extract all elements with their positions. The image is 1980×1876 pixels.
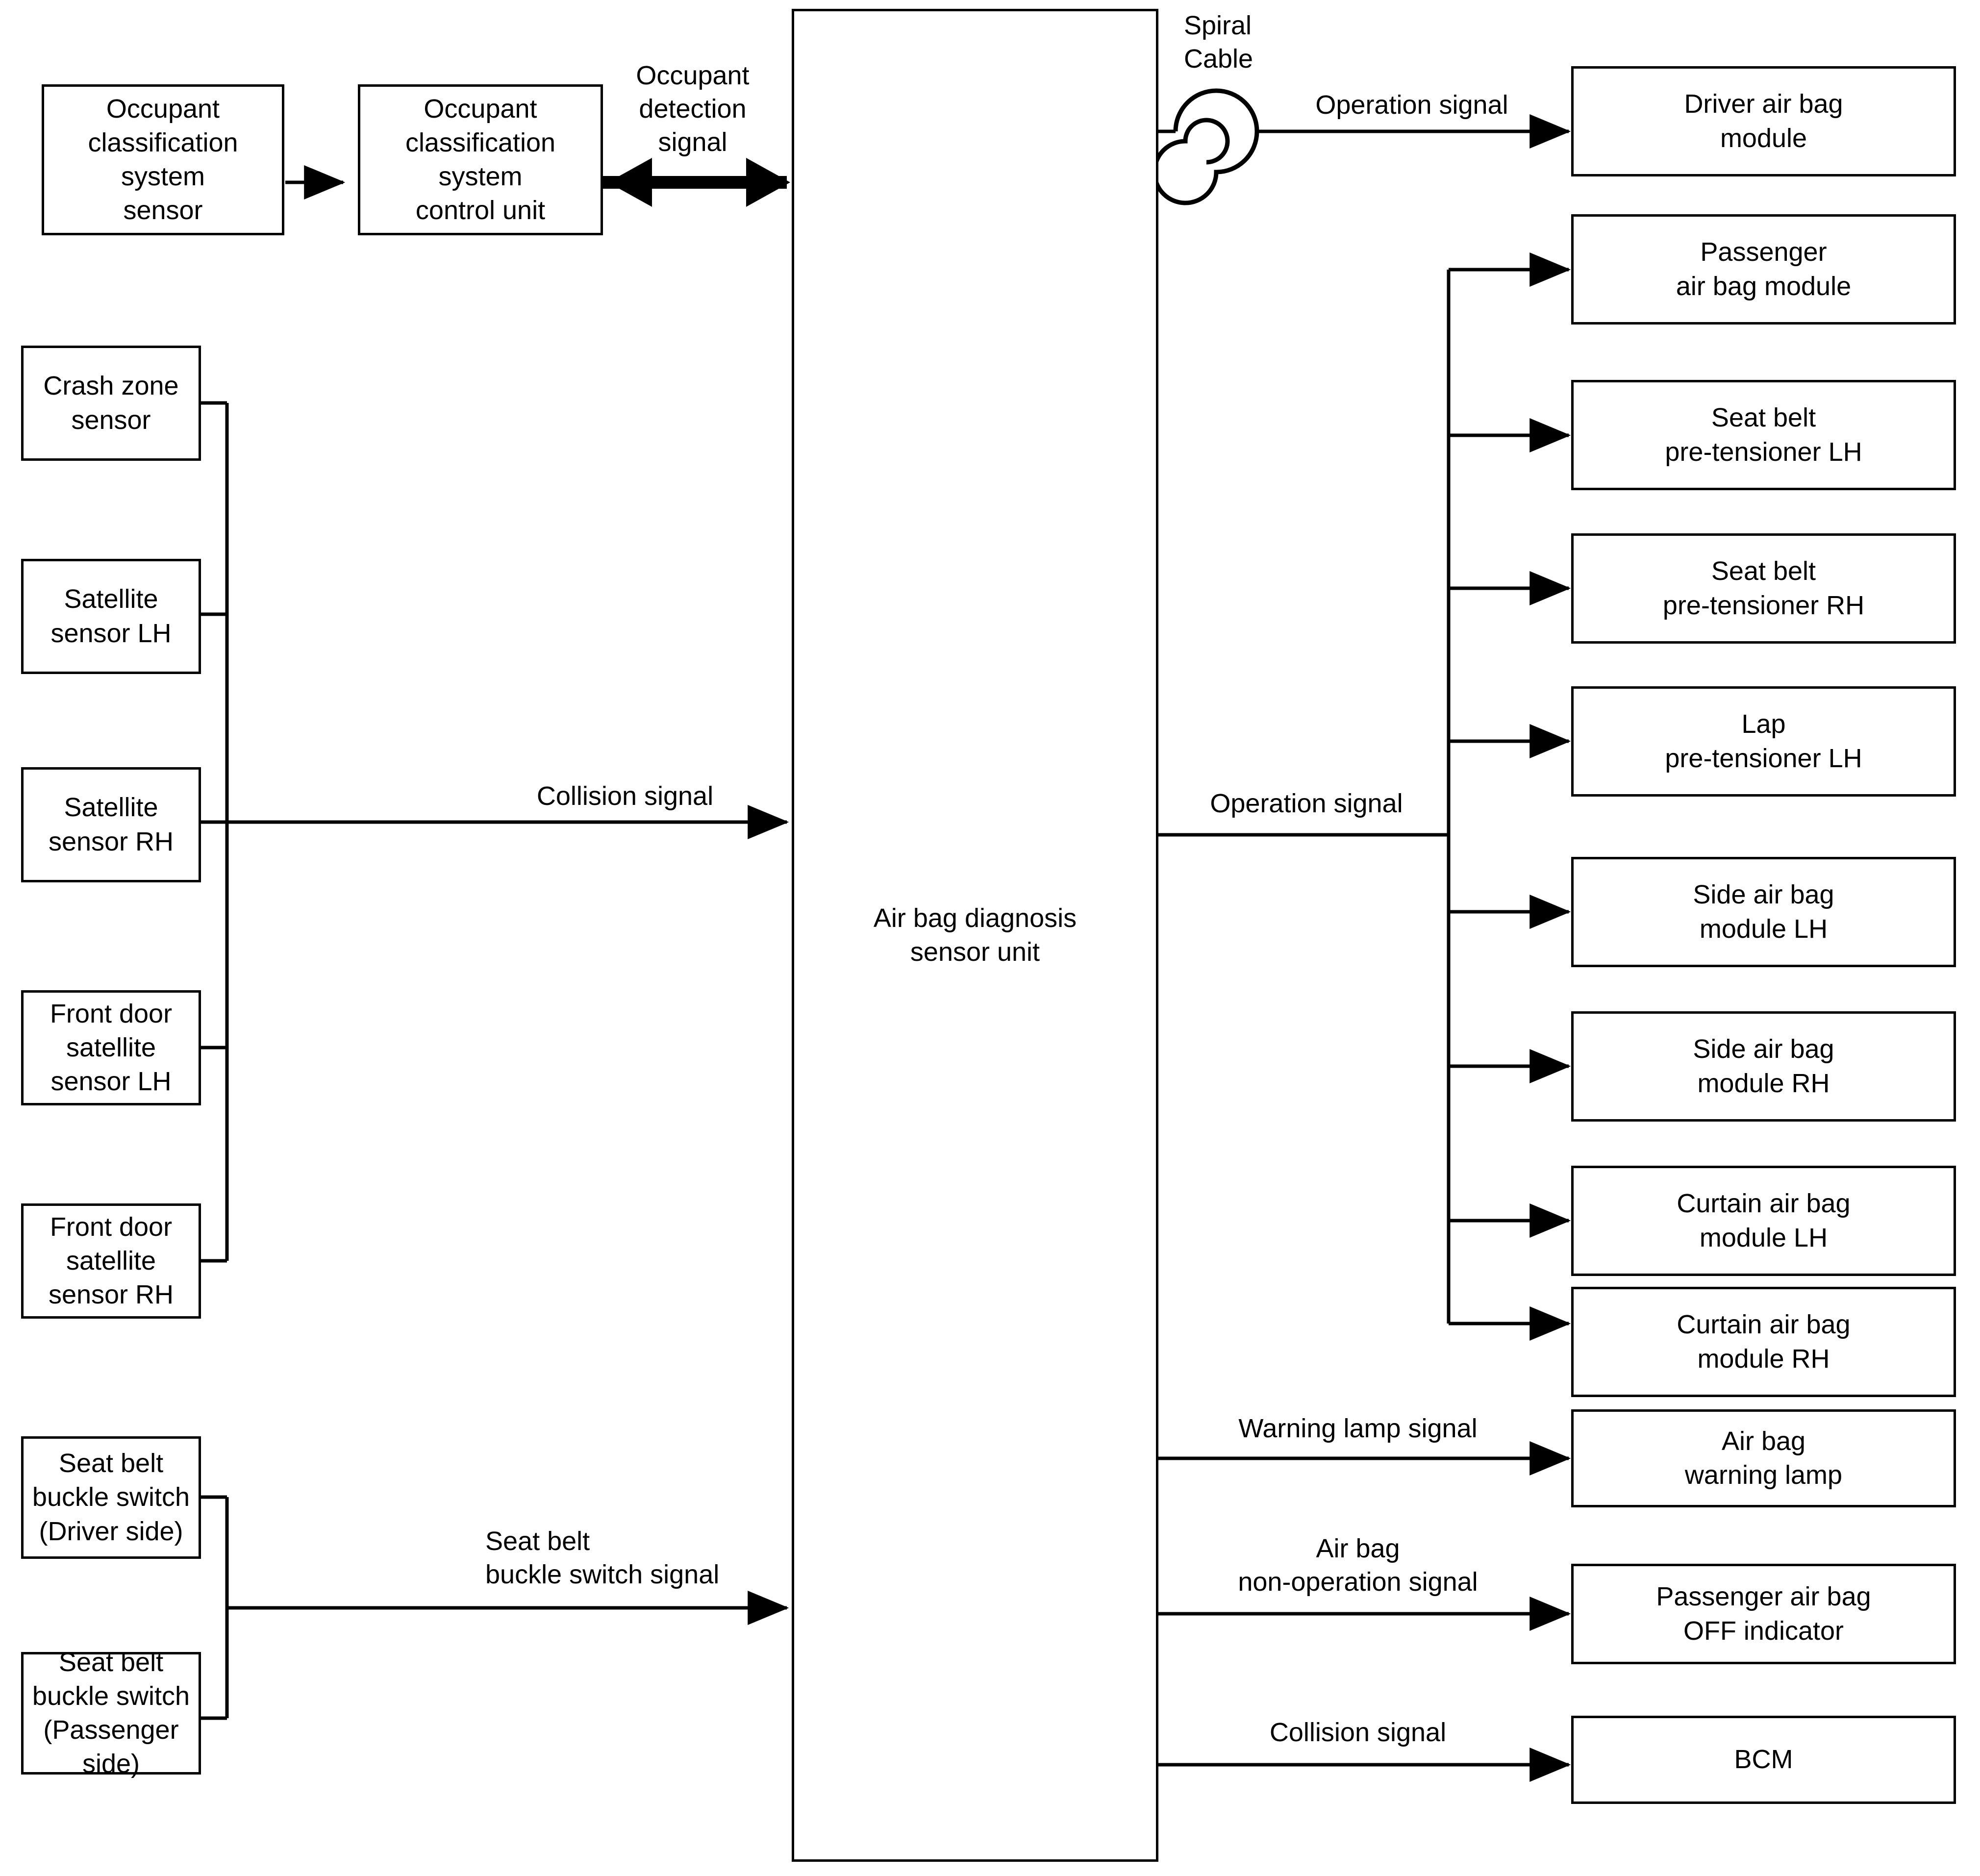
crash-zone-sensor-box[interactable]: Crash zone sensor: [21, 346, 201, 461]
side-air-bag-module-rh-label: Side air bag module RH: [1693, 1034, 1834, 1098]
seat-belt-buckle-switch-driver-box[interactable]: Seat belt buckle switch (Driver side): [21, 1436, 201, 1559]
warning-lamp-signal-label: Warning lamp signal: [1238, 1414, 1478, 1443]
air-bag-warning-lamp-label: Air bag warning lamp: [1684, 1426, 1843, 1490]
seat-belt-pre-tensioner-rh-box[interactable]: Seat belt pre-tensioner RH: [1571, 533, 1956, 644]
seat-belt-buckle-switch-passenger-box[interactable]: Seat belt buckle switch (Passenger side): [21, 1648, 201, 1778]
side-air-bag-module-rh-box[interactable]: Side air bag module RH: [1571, 1011, 1956, 1122]
curtain-air-bag-module-rh-label: Curtain air bag module RH: [1677, 1310, 1851, 1374]
side-air-bag-module-lh-box[interactable]: Side air bag module LH: [1571, 857, 1956, 967]
curtain-air-bag-module-lh-box[interactable]: Curtain air bag module LH: [1571, 1166, 1956, 1276]
arrowhead-occupant-right: [746, 158, 790, 207]
operation-signal-driver-label: Operation signal: [1315, 90, 1508, 120]
lap-pre-tensioner-lh-label: Lap pre-tensioner LH: [1665, 709, 1862, 773]
front-door-satellite-sensor-rh-box[interactable]: Front door satellite sensor RH: [21, 1203, 201, 1319]
air-bag-diagnosis-sensor-unit-label: Air bag diagnosis sensor unit: [873, 903, 1077, 967]
spiral-cable-icon: [1152, 88, 1259, 205]
side-air-bag-module-lh-label: Side air bag module LH: [1693, 880, 1834, 944]
seat-belt-pre-tensioner-lh-box[interactable]: Seat belt pre-tensioner LH: [1571, 380, 1956, 490]
seat-belt-pre-tensioner-rh-label: Seat belt pre-tensioner RH: [1662, 556, 1865, 620]
crash-zone-sensor-label: Crash zone sensor: [43, 371, 179, 435]
seat-belt-buckle-switch-signal-label: Seat belt buckle switch signal: [485, 1526, 720, 1590]
seat-belt-buckle-switch-passenger-label: Seat belt buckle switch (Passenger side): [32, 1647, 190, 1779]
occupant-detection-signal-label: Occupant detection signal: [636, 61, 750, 157]
driver-air-bag-module-label: Driver air bag module: [1684, 89, 1843, 153]
satellite-sensor-lh-label: Satellite sensor LH: [50, 584, 172, 648]
curtain-air-bag-module-rh-box[interactable]: Curtain air bag module RH: [1571, 1287, 1956, 1397]
front-door-satellite-sensor-lh-box[interactable]: Front door satellite sensor LH: [21, 990, 201, 1105]
bcm-label: BCM: [1734, 1745, 1793, 1775]
occupant-classification-system-control-unit-label: Occupant classification system control u…: [405, 94, 556, 225]
lap-pre-tensioner-lh-box[interactable]: Lap pre-tensioner LH: [1571, 686, 1956, 797]
occupant-classification-system-sensor-label: Occupant classification system sensor: [88, 94, 238, 225]
collision-signal-output-label: Collision signal: [1269, 1718, 1447, 1747]
seat-belt-buckle-switch-driver-label: Seat belt buckle switch (Driver side): [32, 1449, 190, 1546]
arrowhead-occupant-left: [608, 158, 652, 207]
spiral-cable-label: Spiral Cable: [1184, 11, 1253, 74]
driver-air-bag-module-box[interactable]: Driver air bag module: [1571, 66, 1956, 176]
operation-signal-bus-label: Operation signal: [1210, 789, 1403, 818]
passenger-air-bag-off-indicator-box[interactable]: Passenger air bag OFF indicator: [1571, 1564, 1956, 1664]
front-door-satellite-sensor-lh-label: Front door satellite sensor LH: [50, 999, 173, 1097]
satellite-sensor-rh-label: Satellite sensor RH: [48, 793, 174, 856]
air-bag-non-operation-signal-label: Air bag non-operation signal: [1238, 1534, 1478, 1597]
air-bag-diagnosis-sensor-unit-box[interactable]: Air bag diagnosis sensor unit: [792, 9, 1158, 1862]
satellite-sensor-rh-box[interactable]: Satellite sensor RH: [21, 767, 201, 882]
seat-belt-pre-tensioner-lh-label: Seat belt pre-tensioner LH: [1665, 403, 1862, 467]
occupant-classification-system-control-unit-box[interactable]: Occupant classification system control u…: [358, 84, 603, 235]
passenger-air-bag-off-indicator-label: Passenger air bag OFF indicator: [1656, 1582, 1871, 1646]
collision-signal-input-label: Collision signal: [536, 781, 714, 811]
satellite-sensor-lh-box[interactable]: Satellite sensor LH: [21, 559, 201, 674]
occupant-classification-system-sensor-box[interactable]: Occupant classification system sensor: [42, 84, 284, 235]
passenger-air-bag-module-label: Passenger air bag module: [1676, 237, 1852, 301]
front-door-satellite-sensor-rh-label: Front door satellite sensor RH: [48, 1212, 174, 1310]
passenger-air-bag-module-box[interactable]: Passenger air bag module: [1571, 214, 1956, 325]
curtain-air-bag-module-lh-label: Curtain air bag module LH: [1677, 1189, 1851, 1252]
bcm-box[interactable]: BCM: [1571, 1716, 1956, 1804]
air-bag-warning-lamp-box[interactable]: Air bag warning lamp: [1571, 1409, 1956, 1507]
